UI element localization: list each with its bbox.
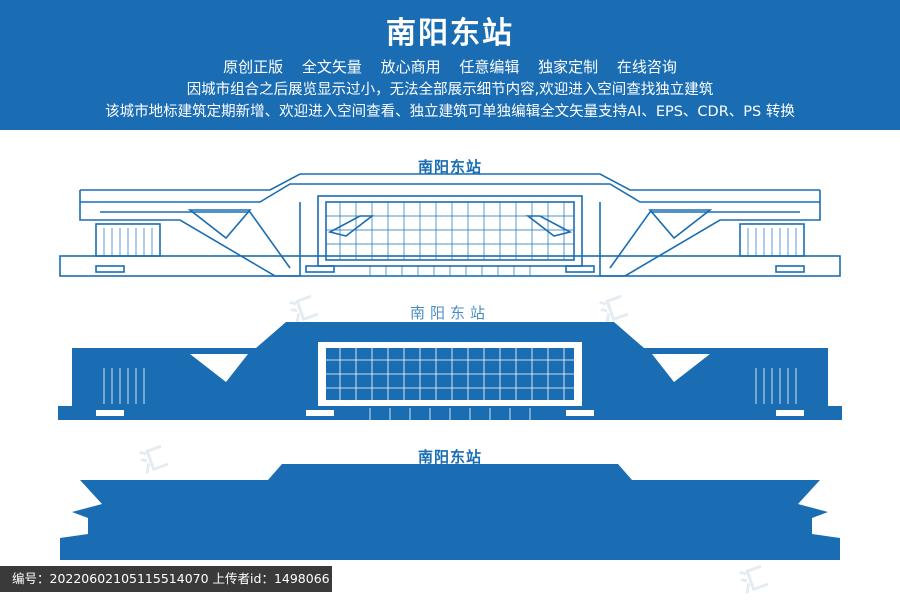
filled-figure-label: 南阳东站 [409,304,490,322]
header-banner: 南阳东站 原创正版 全文矢量 放心商用 任意编辑 独家定制 在线咨询 因城市组合… [0,0,900,130]
banner-features: 原创正版 全文矢量 放心商用 任意编辑 独家定制 在线咨询 [223,58,677,76]
banner-title: 南阳东站 [386,16,514,51]
silhouette-figure-label: 南阳东站 [417,448,482,466]
footer-id-bar: 编号：20220602105115514070 上传者id：1498066 [0,566,332,592]
station-outline-drawing [59,173,841,277]
banner-description: 该城市地标建筑定期新增、欢迎进入空间查看、独立建筑可单独编辑全文矢量支持AI、E… [105,104,795,120]
station-silhouette-drawing [60,464,840,560]
station-filled-drawing [58,322,842,420]
banner-note: 因城市组合之后展览显示过小，无法全部展示细节内容,欢迎进入空间查找独立建筑 [186,82,714,98]
outline-figure-label: 南阳东站 [417,158,482,176]
